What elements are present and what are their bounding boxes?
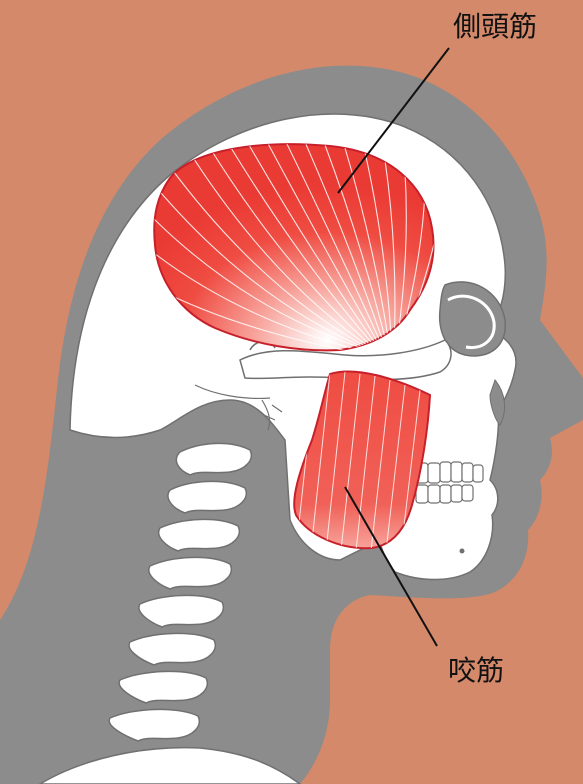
temporalis-label: 側頭筋 [453,13,537,41]
masseter-label: 咬筋 [448,657,504,685]
